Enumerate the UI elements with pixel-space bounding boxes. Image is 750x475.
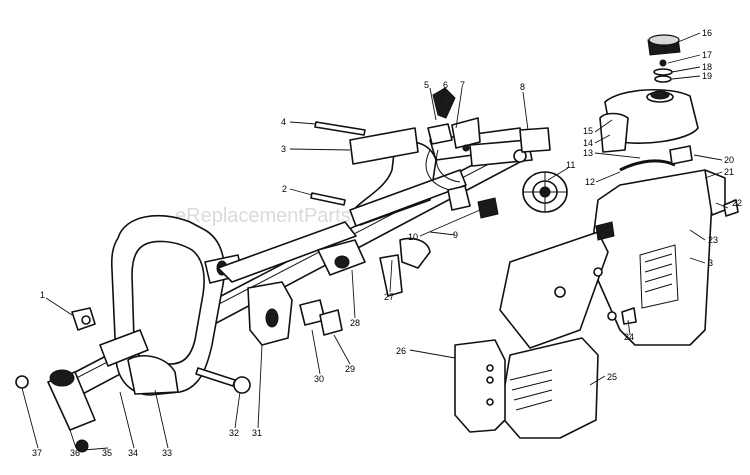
callout-35: 35: [102, 448, 112, 458]
callout-22: 22: [732, 198, 742, 208]
coupler-end: [47, 329, 149, 431]
callout-19: 19: [702, 71, 712, 81]
callout-6: 6: [443, 80, 448, 90]
callout-21: 21: [724, 167, 734, 177]
callout-7: 7: [460, 80, 465, 90]
callout-28: 28: [350, 318, 360, 328]
tank-cap: [647, 34, 681, 83]
callout-29: 29: [345, 364, 355, 374]
callout-36: 36: [70, 448, 80, 458]
callout-25: 25: [607, 372, 617, 382]
callout-1: 1: [40, 290, 45, 300]
callout-5: 5: [424, 80, 429, 90]
callout-37: 37: [32, 448, 42, 458]
callout-12: 12: [585, 177, 595, 187]
callout-20: 20: [724, 155, 734, 165]
callout-33: 33: [162, 448, 172, 458]
callout-31: 31: [252, 428, 262, 438]
callout-2: 2: [282, 184, 287, 194]
callout-9: 9: [453, 230, 458, 240]
callout-34: 34: [128, 448, 138, 458]
callout-27: 27: [384, 292, 394, 302]
callout-11: 11: [566, 160, 575, 170]
callout-18: 18: [702, 62, 712, 72]
leader-lines: [21, 32, 729, 451]
side-cover: [454, 339, 506, 433]
callout-4: 4: [281, 117, 286, 127]
watermark-text: eReplacementParts.com: [175, 205, 394, 227]
callout-labels: 1 2 3 3 4 5 6 7 8 9 10 11 12 13 14 15 16…: [32, 28, 742, 458]
callout-16: 16: [702, 28, 712, 38]
callout-17: 17: [702, 50, 712, 60]
engine-housing: [499, 169, 726, 349]
decals: [349, 127, 615, 241]
hardware: [15, 121, 739, 453]
callout-10: 10: [408, 232, 418, 242]
callout-30: 30: [314, 374, 324, 384]
callout-13: 13: [583, 148, 593, 158]
muffler-cover: [499, 337, 599, 439]
throttle-trigger: [317, 237, 431, 297]
callout-23: 23: [708, 235, 718, 245]
switch-parts: [425, 87, 481, 191]
callout-24: 24: [624, 332, 634, 342]
callout-26: 26: [396, 346, 406, 356]
callout-3a: 3: [281, 144, 286, 154]
ignition-parts: [447, 139, 533, 219]
callout-32: 32: [229, 428, 239, 438]
callout-14: 14: [583, 138, 593, 148]
fuel-line: [619, 159, 676, 172]
callout-15: 15: [583, 126, 593, 136]
loop-handle: [110, 215, 226, 396]
flywheel: [522, 171, 568, 213]
callout-3b: 3: [708, 258, 713, 268]
fuel-tank: [599, 88, 699, 153]
callout-8: 8: [520, 82, 525, 92]
